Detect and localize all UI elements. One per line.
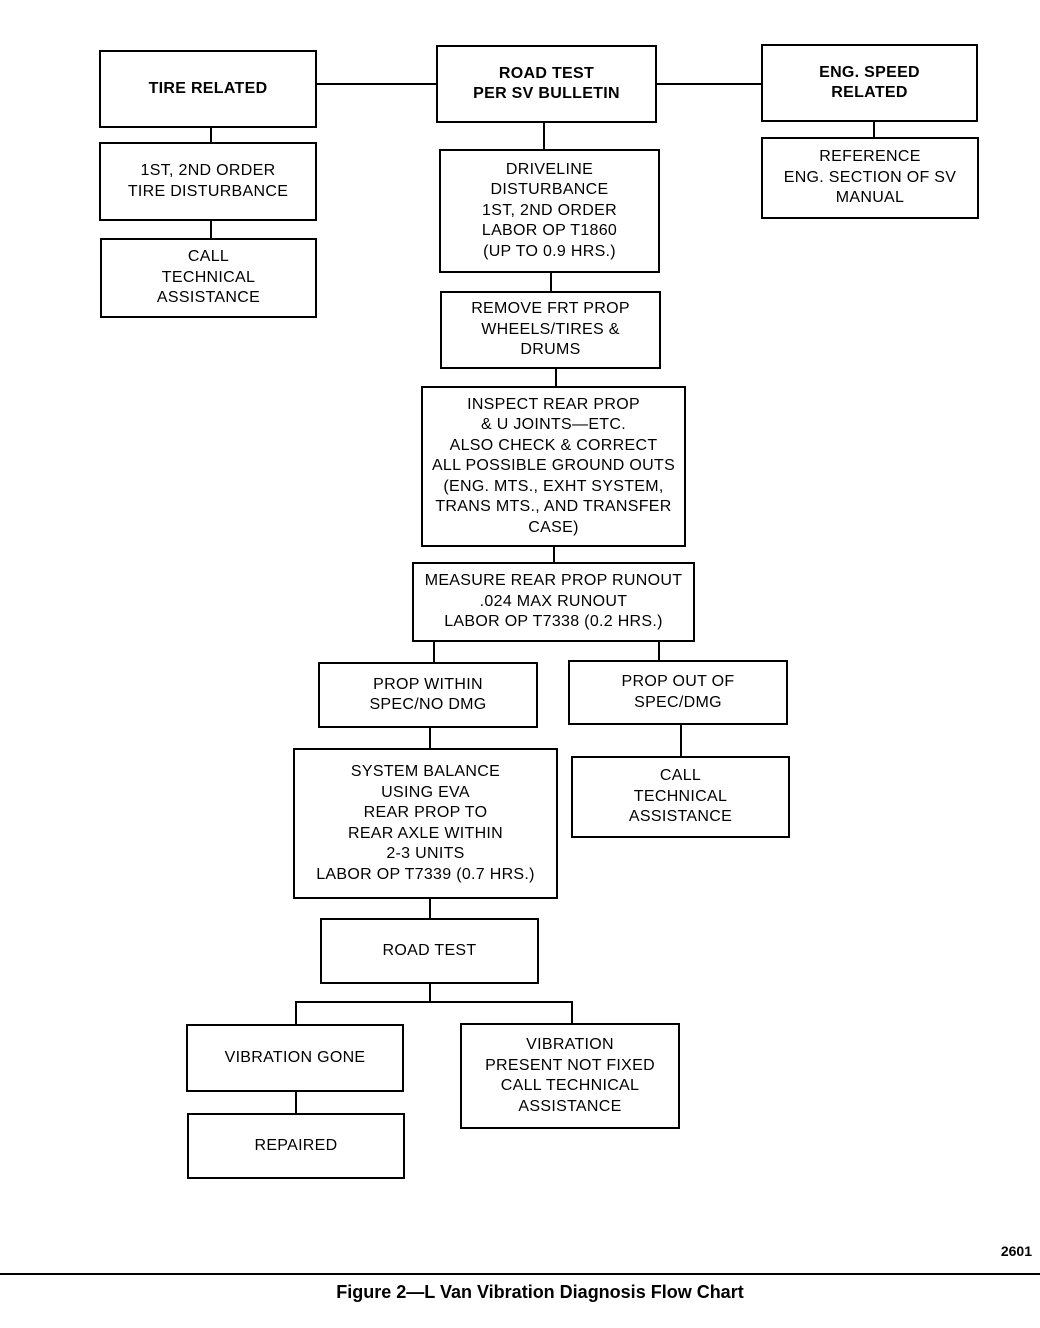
call-technical-assistance-text-2: CALL TECHNICAL ASSISTANCE [628,767,733,826]
prop-within-spec-box: PROP WITHIN SPEC/NO DMG [318,662,538,728]
connector-out-calltech [680,723,682,758]
connector-roadtest-engspeed [656,83,763,85]
call-technical-assistance-text-1: CALL TECHNICAL ASSISTANCE [156,248,261,307]
repaired-box: REPAIRED [187,1113,405,1179]
connector-gone-repaired [295,1090,297,1115]
system-balance-text: SYSTEM BALANCE USING EVA REAR PROP TO RE… [316,763,535,883]
connector-roadtest-split [429,982,431,1002]
eng-speed-related-box: ENG. SPEED RELATED [761,44,978,122]
prop-out-of-spec-box: PROP OUT OF SPEC/DMG [568,660,788,725]
connector-split-gone [295,1001,297,1026]
vibration-present-text: VIBRATION PRESENT NOT FIXED CALL TECHNIC… [485,1036,655,1115]
connector-tire-roadtest [316,83,438,85]
reference-eng-section-text: REFERENCE ENG. SECTION OF SV MANUAL [783,148,957,207]
connector-measure-out [658,640,660,662]
road-test-bulletin-box: ROAD TEST PER SV BULLETIN [436,45,657,123]
tire-related-text: TIRE RELATED [148,79,268,97]
reference-eng-section-box: REFERENCE ENG. SECTION OF SV MANUAL [761,137,979,219]
connector-split-horizontal [295,1001,573,1003]
figure-reference-number: 2601 [1000,1243,1032,1259]
driveline-disturbance-text: DRIVELINE DISTURBANCE 1ST, 2ND ORDER LAB… [481,160,618,260]
call-technical-assistance-box-1: CALL TECHNICAL ASSISTANCE [100,238,317,318]
figure-caption: Figure 2—L Van Vibration Diagnosis Flow … [336,1282,744,1302]
driveline-disturbance-box: DRIVELINE DISTURBANCE 1ST, 2ND ORDER LAB… [439,149,660,273]
remove-frt-prop-text: REMOVE FRT PROP WHEELS/TIRES & DRUMS [471,300,630,359]
connector-roadtest-driveline [543,122,545,150]
tire-disturbance-box: 1ST, 2ND ORDER TIRE DISTURBANCE [99,142,317,221]
vibration-gone-box: VIBRATION GONE [186,1024,404,1092]
vibration-present-box: VIBRATION PRESENT NOT FIXED CALL TECHNIC… [460,1023,680,1129]
connector-disturbance-calltech [210,220,212,240]
prop-out-of-spec-text: PROP OUT OF SPEC/DMG [621,673,735,711]
tire-disturbance-text: 1ST, 2ND ORDER TIRE DISTURBANCE [127,162,289,200]
prop-within-spec-text: PROP WITHIN SPEC/NO DMG [369,675,487,714]
measure-rear-prop-runout-box: MEASURE REAR PROP RUNOUT .024 MAX RUNOUT… [412,562,695,642]
road-test-bulletin-text: ROAD TEST PER SV BULLETIN [473,64,620,103]
connector-driveline-remove [550,271,552,293]
tire-related-box: TIRE RELATED [99,50,317,128]
vibration-gone-text: VIBRATION GONE [224,1048,366,1066]
remove-frt-prop-box: REMOVE FRT PROP WHEELS/TIRES & DRUMS [440,291,661,369]
connector-remove-inspect [555,367,557,387]
measure-rear-prop-runout-text: MEASURE REAR PROP RUNOUT .024 MAX RUNOUT… [424,572,683,631]
road-test-text: ROAD TEST [382,941,477,959]
connector-measure-within [433,640,435,664]
connector-engspeed-reference [873,121,875,139]
connector-within-balance [429,726,431,750]
inspect-rear-prop-text: INSPECT REAR PROP & U JOINTS—ETC. ALSO C… [431,395,676,536]
caption-divider [0,1273,1040,1275]
connector-split-present [571,1001,573,1025]
eng-speed-related-text: ENG. SPEED RELATED [819,63,920,102]
repaired-text: REPAIRED [254,1136,338,1154]
connector-inspect-measure [553,545,555,564]
call-technical-assistance-box-2: CALL TECHNICAL ASSISTANCE [571,756,790,838]
system-balance-box: SYSTEM BALANCE USING EVA REAR PROP TO RE… [293,748,558,899]
connector-balance-roadtest [429,897,431,920]
road-test-box: ROAD TEST [320,918,539,984]
connector-tire-disturbance [210,126,212,144]
inspect-rear-prop-box: INSPECT REAR PROP & U JOINTS—ETC. ALSO C… [421,386,686,547]
